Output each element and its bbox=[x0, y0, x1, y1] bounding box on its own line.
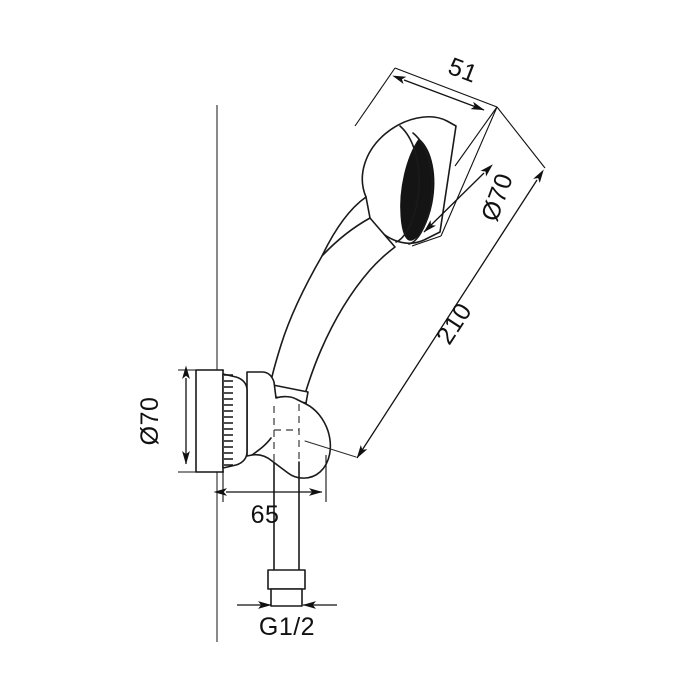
dimension-65-label: 65 bbox=[251, 501, 280, 529]
dimension-51-label: 51 bbox=[444, 52, 481, 88]
hose-collar bbox=[267, 569, 306, 607]
handle bbox=[263, 217, 396, 417]
knurl-hatch bbox=[224, 374, 233, 466]
bracket-escutcheon bbox=[195, 369, 248, 473]
hose bbox=[267, 461, 306, 607]
dimension-thread-label: G1/2 bbox=[259, 613, 315, 641]
dimension-bracket-diameter: Ø70 bbox=[136, 365, 224, 473]
wall-bracket bbox=[246, 371, 357, 479]
dimension-thread: G1/2 bbox=[237, 601, 337, 641]
dimension-65: 65 bbox=[213, 455, 327, 529]
dimension-210-label: 210 bbox=[431, 298, 478, 349]
shower-head bbox=[321, 116, 457, 257]
dimension-bracket-diameter-label: Ø70 bbox=[136, 397, 164, 446]
